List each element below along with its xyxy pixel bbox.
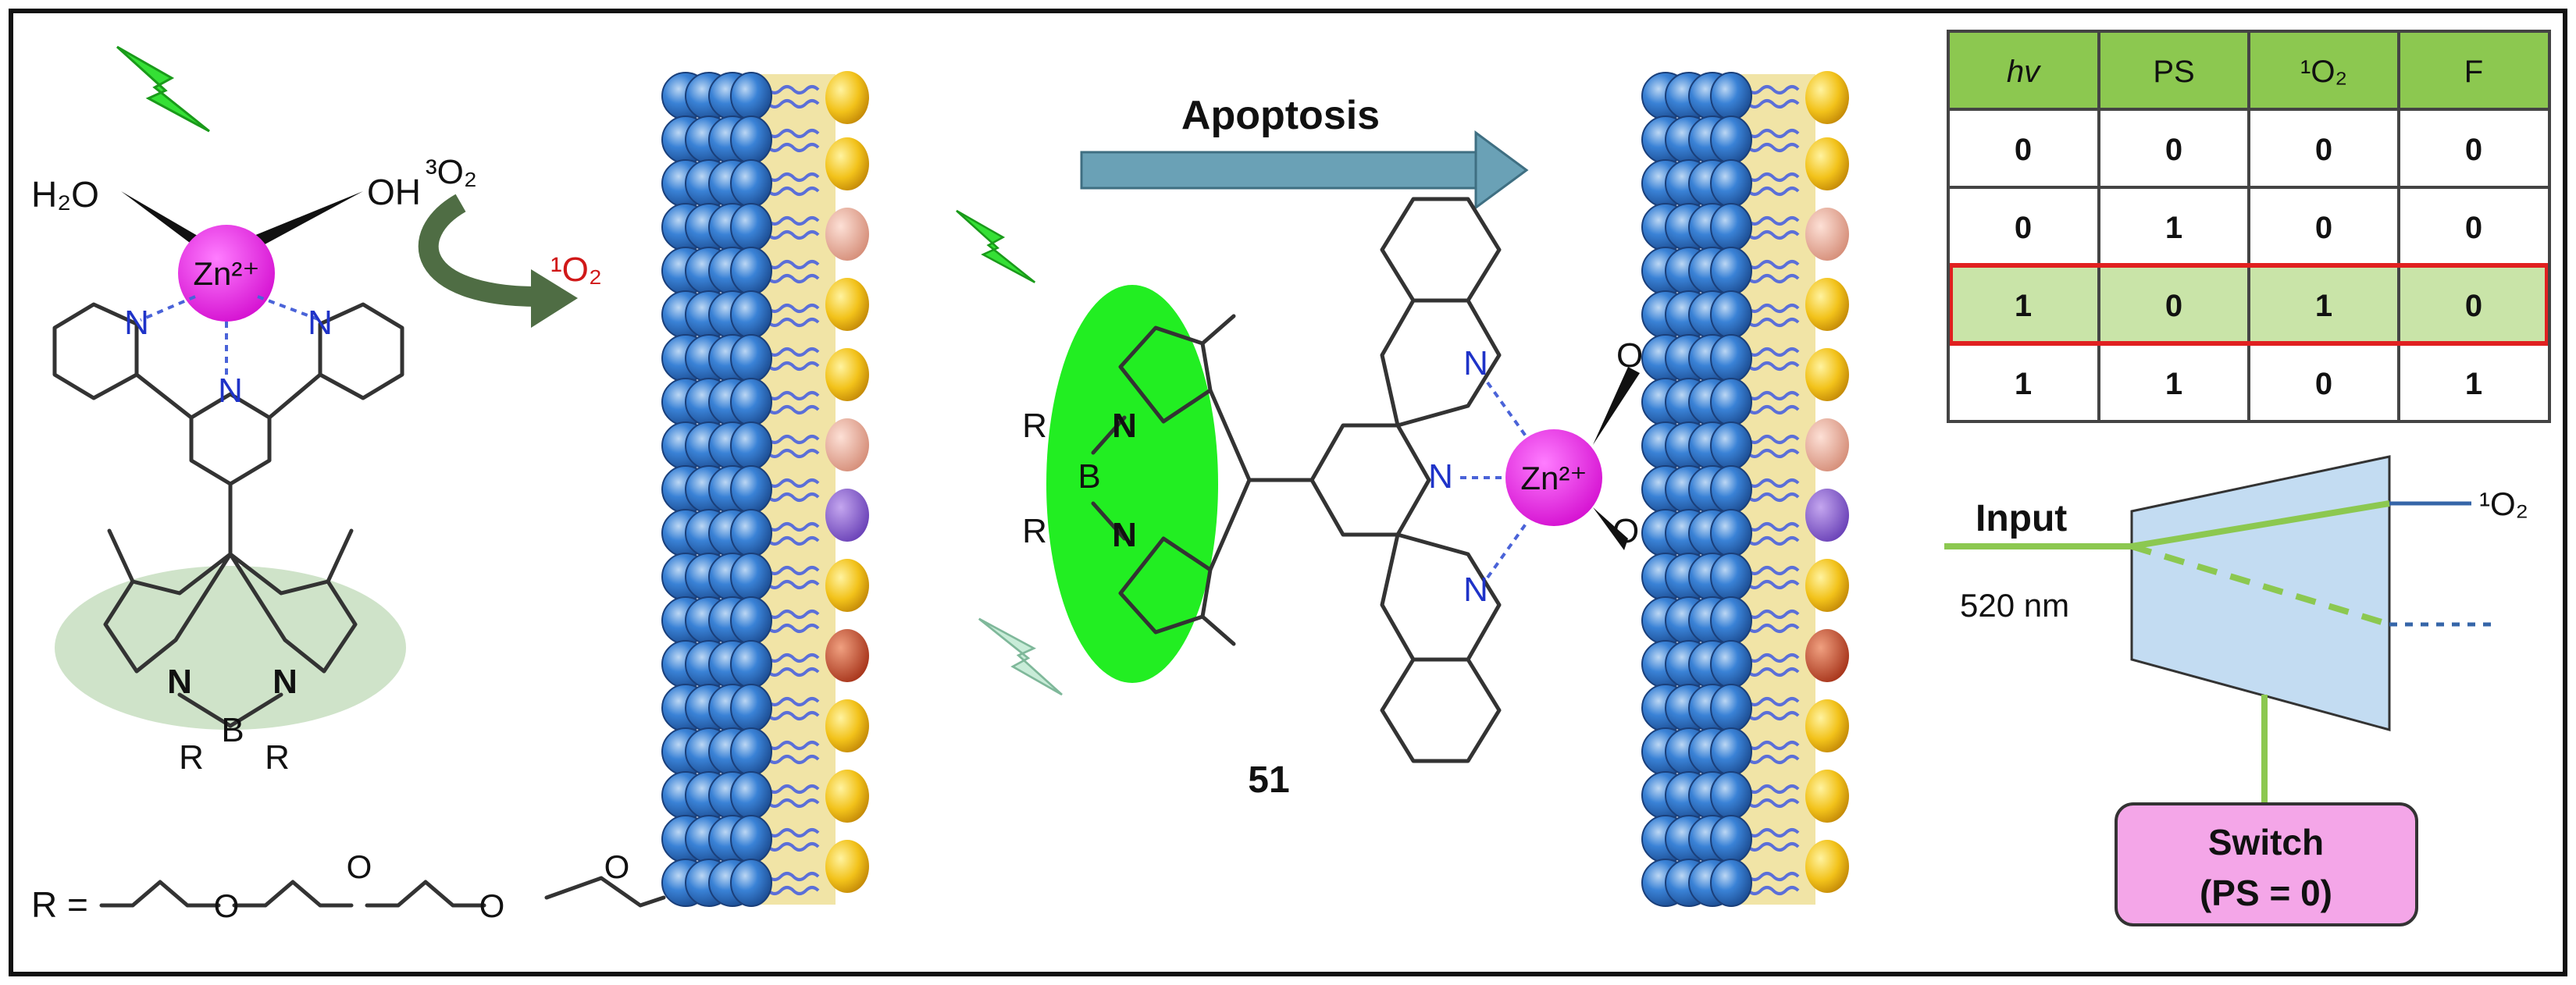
table-cell: 0	[2315, 367, 2332, 401]
triplet-oxygen-label: ³O₂	[426, 153, 477, 191]
atom-o-zn-1: O	[1616, 336, 1643, 375]
atom-r-4: R	[1022, 512, 1047, 550]
hydroxide-label: OH	[367, 172, 421, 212]
switch-box	[2115, 802, 2418, 926]
bodipy-highlight-left	[55, 566, 406, 730]
table-header-cell: hv	[2007, 55, 2041, 89]
atom-o-chain-1: O	[214, 887, 240, 924]
table-cell: 1	[2315, 289, 2332, 323]
atom-o-chain-3: O	[479, 887, 505, 924]
switch-condition: (PS = 0)	[2200, 873, 2332, 913]
table-cell: 0	[2015, 211, 2032, 245]
compound-number: 51	[1248, 759, 1289, 801]
singlet-oxygen-label: ¹O₂	[550, 251, 602, 289]
table-cell: 1	[2165, 367, 2182, 401]
apoptosis-arrow: Apoptosis	[1080, 93, 1529, 210]
figure-border	[9, 9, 2567, 976]
atom-n-7: N	[1112, 516, 1137, 554]
atom-r-3: R	[1022, 407, 1047, 445]
atom-n-2: N	[308, 304, 333, 342]
switch-label: Switch	[2208, 822, 2324, 862]
table-cell: 0	[2165, 133, 2182, 167]
table-cell: 1	[2465, 367, 2482, 401]
gate-wavelength-label: 520 nm	[1960, 587, 2069, 624]
table-cell: 0	[2465, 289, 2482, 323]
center-complex-51: N N B R R N N N Zn²⁺ O O 51	[955, 197, 1643, 801]
atom-n-1: N	[124, 304, 149, 342]
gate-input-label: Input	[1976, 498, 2067, 539]
apoptosis-label: Apoptosis	[1181, 93, 1380, 138]
emission-bolt-icon	[978, 617, 1064, 696]
light-bolt-icon-center	[955, 209, 1036, 284]
table-header-cell: ¹O₂	[2300, 55, 2347, 89]
zinc-label-left: Zn²⁺	[193, 255, 259, 292]
zinc-label-right: Zn²⁺	[1520, 460, 1587, 496]
table-cell: 0	[2465, 211, 2482, 245]
table-cell: 0	[2315, 211, 2332, 245]
atom-n-8: N	[1428, 457, 1453, 496]
atom-r-2: R	[265, 738, 290, 777]
atom-n-10: N	[1463, 571, 1488, 609]
table-header-cell: PS	[2153, 55, 2194, 89]
water-label: H₂O	[31, 174, 99, 215]
logic-gate: Input 520 nm ¹O₂ Switch (PS = 0)	[1944, 455, 2528, 926]
zinc-ion-right	[1505, 429, 1602, 526]
wedge-bond-left	[121, 191, 201, 250]
table-cell: 1	[2015, 367, 2032, 401]
table-cell: 1	[2015, 289, 2032, 323]
table-cell: 0	[2315, 133, 2332, 167]
atom-b-left: B	[221, 711, 244, 749]
atom-n-6: N	[1112, 407, 1137, 445]
gate-trapezoid	[2130, 455, 2391, 731]
table-cell: 1	[2165, 211, 2182, 245]
table-cell: 0	[2165, 289, 2182, 323]
wedge-bond-right	[254, 191, 363, 248]
atom-n-4: N	[167, 663, 192, 701]
truth-table: hv PS ¹O₂ F 0 0 0 0 0 1 0 0 1 0 1 0 1 1 0 1	[1947, 30, 2551, 423]
atom-n-9: N	[1463, 344, 1488, 382]
membrane-right	[1641, 71, 1849, 908]
gate-output-label: ¹O₂	[2479, 485, 2528, 522]
zinc-ion-left	[178, 225, 275, 322]
atom-o-chain-2: O	[347, 848, 372, 885]
left-complex: H₂O OH Zn²⁺ N N N N N B R R R =	[31, 45, 666, 925]
atom-b-center: B	[1078, 457, 1100, 496]
table-cell: 0	[2015, 133, 2032, 167]
table-cell: 0	[2465, 133, 2482, 167]
oxygen-conversion: ³O₂ ¹O₂	[418, 153, 602, 328]
atom-o-zn-2: O	[1612, 512, 1639, 550]
atom-n-5: N	[273, 663, 298, 701]
atom-r-1: R	[179, 738, 204, 777]
table-header-cell: F	[2464, 55, 2483, 89]
table-highlight-row	[1948, 263, 2549, 346]
atom-n-3: N	[218, 372, 243, 410]
bodipy-highlight-right	[1046, 285, 1218, 683]
membrane-left	[661, 71, 869, 908]
r-definition-label: R =	[31, 884, 88, 925]
light-bolt-icon	[116, 45, 211, 133]
atom-o-chain-4: O	[604, 848, 630, 885]
oxygen-curved-arrow	[418, 194, 540, 307]
